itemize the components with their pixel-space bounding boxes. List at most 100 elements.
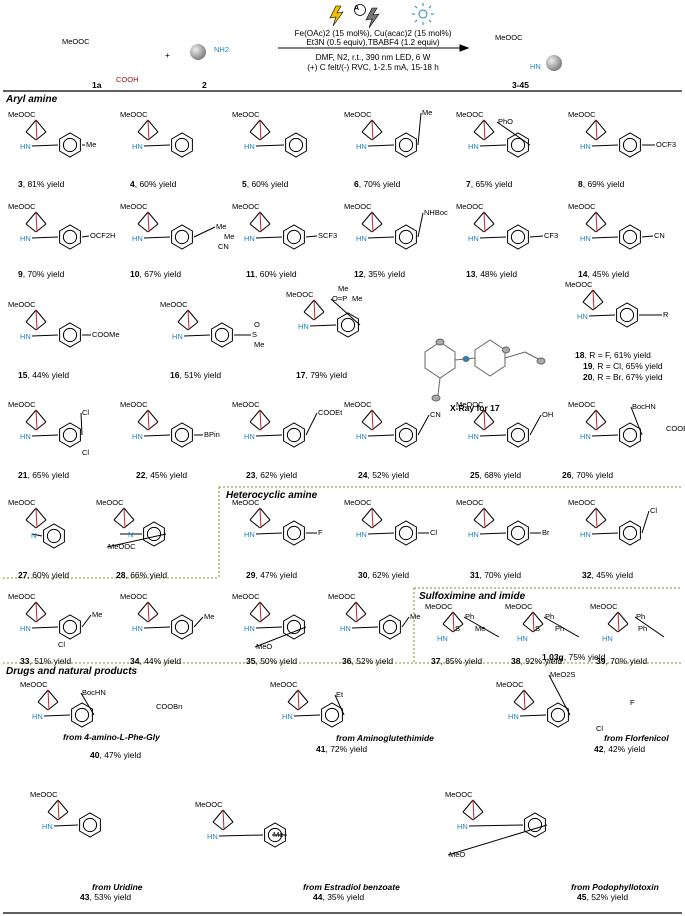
compound-yield: , 65% yield bbox=[470, 179, 513, 189]
ester-label: MeOOC bbox=[590, 602, 618, 611]
amine-label: HN bbox=[356, 530, 367, 539]
section-heterocyclic-amine: Heterocyclic amine bbox=[226, 490, 318, 501]
substituent-2-label: COOEt bbox=[666, 424, 685, 433]
compound-caption: 41, 72% yield bbox=[316, 744, 367, 754]
compound-yield: , R = F, 61% yield bbox=[584, 350, 651, 360]
bond bbox=[255, 532, 283, 535]
compound-yield: , 68% yield bbox=[479, 470, 522, 480]
ester-label: MeOOC bbox=[232, 498, 260, 507]
bcp-core bbox=[522, 611, 544, 633]
bond bbox=[479, 532, 507, 535]
substituent-label: Et bbox=[336, 690, 344, 699]
benzene-ring bbox=[59, 614, 81, 640]
ester-label: MeOOC bbox=[568, 498, 596, 507]
bond bbox=[417, 112, 422, 146]
benzene-ring bbox=[285, 132, 307, 158]
amine-label: HN bbox=[244, 142, 255, 151]
compound-yield: , 35% yield bbox=[322, 892, 365, 902]
ester-label: MeOOC bbox=[270, 680, 298, 689]
amine-label: HN bbox=[132, 142, 143, 151]
benzene-ring bbox=[547, 702, 569, 728]
bond bbox=[31, 434, 59, 437]
ester-label: MeOOC bbox=[496, 680, 524, 689]
substituent-3-label: Me bbox=[338, 284, 349, 293]
substituent-label: F bbox=[318, 528, 323, 537]
benzene-ring bbox=[619, 224, 641, 250]
compound-yield: , 52% yield bbox=[351, 656, 394, 666]
bond bbox=[31, 533, 43, 537]
substituent-label: PhO bbox=[498, 117, 514, 126]
ester-label: MeOOC bbox=[344, 498, 372, 507]
bcp-core bbox=[607, 611, 629, 633]
benzene-ring bbox=[143, 521, 165, 547]
bcp-core bbox=[249, 409, 271, 431]
ester-label: MeOOC bbox=[456, 110, 484, 119]
amine-label: HN bbox=[468, 530, 479, 539]
compound-caption: 15, 44% yield bbox=[18, 370, 69, 380]
amine-label: HN bbox=[580, 234, 591, 243]
substituent-label: CN bbox=[430, 410, 441, 419]
compound-yield: , 72% yield bbox=[325, 744, 368, 754]
dotted-dividers bbox=[3, 486, 682, 664]
bcp-core bbox=[442, 611, 464, 633]
compound-caption: 6, 70% yield bbox=[354, 179, 400, 189]
bcp-core bbox=[345, 601, 367, 623]
bcp-core bbox=[137, 211, 159, 233]
compound-caption: 11, 60% yield bbox=[246, 269, 297, 279]
bond bbox=[367, 236, 395, 239]
indoline-nitrogen: N bbox=[31, 531, 37, 540]
bcp-core bbox=[137, 119, 159, 141]
xray-caption: X-Ray for 17 bbox=[450, 403, 500, 413]
bond bbox=[143, 434, 171, 437]
light-bulb-icon bbox=[412, 3, 434, 25]
compound-caption: 5, 60% yield bbox=[242, 179, 288, 189]
compound-id: 11 bbox=[246, 269, 255, 279]
benzene-ring bbox=[524, 812, 546, 838]
ester-label: MeOOC bbox=[565, 280, 593, 289]
ester-label: MeOOC bbox=[120, 400, 148, 409]
compound-caption: 22, 45% yield bbox=[136, 470, 187, 480]
bcp-core bbox=[47, 799, 69, 821]
compound-yield: , 51% yield bbox=[29, 656, 72, 666]
bond bbox=[80, 692, 95, 716]
ester-label: MeOOC bbox=[120, 592, 148, 601]
scheme-lines bbox=[3, 44, 682, 914]
condition-line-3: DMF, N2, r.t., 390 nm LED, 6 W bbox=[315, 53, 431, 62]
amine-label: HN bbox=[207, 832, 218, 841]
reactant-1-acid: COOH bbox=[116, 75, 139, 84]
compound-id: 40 bbox=[90, 750, 100, 760]
compound-yield: , R = Cl, 65% yield bbox=[592, 361, 663, 371]
compound-yield: , 70% yield bbox=[22, 269, 65, 279]
compound-caption: 40, 47% yield bbox=[90, 750, 141, 760]
bond bbox=[143, 236, 171, 239]
bcp-core bbox=[361, 119, 383, 141]
benzene-ring bbox=[395, 224, 417, 250]
bond bbox=[463, 616, 500, 638]
amine-label: HN bbox=[468, 234, 479, 243]
substituent-label: BocHN bbox=[632, 402, 656, 411]
substituent-label: OCF3 bbox=[656, 140, 677, 149]
source-caption-45: from Podophyllotoxin bbox=[571, 882, 659, 892]
reaction-arrowhead bbox=[459, 44, 470, 52]
source-caption-42: from Florfenicol bbox=[604, 733, 669, 743]
bond bbox=[479, 434, 507, 437]
bcp-core bbox=[585, 119, 607, 141]
benzene-ring bbox=[395, 132, 417, 158]
bond bbox=[630, 406, 643, 436]
ester-label: MeOOC bbox=[456, 400, 484, 409]
substituent-label: Me bbox=[204, 612, 215, 621]
benzene-ring bbox=[59, 422, 81, 448]
ester-label: MeOOC bbox=[30, 790, 58, 799]
bcp-core bbox=[25, 409, 47, 431]
bcp-core bbox=[473, 119, 495, 141]
bcp-core bbox=[249, 119, 271, 141]
compound-id: 5 bbox=[242, 179, 247, 189]
compound-caption: 33, 51% yield bbox=[20, 656, 71, 666]
bond bbox=[193, 226, 216, 238]
compound-id: 17 bbox=[296, 370, 306, 380]
compound-yield: , 47% yield bbox=[99, 750, 142, 760]
bond bbox=[367, 532, 395, 535]
compound-id: 18 bbox=[575, 350, 585, 360]
bond bbox=[548, 674, 571, 716]
bond bbox=[43, 714, 71, 717]
